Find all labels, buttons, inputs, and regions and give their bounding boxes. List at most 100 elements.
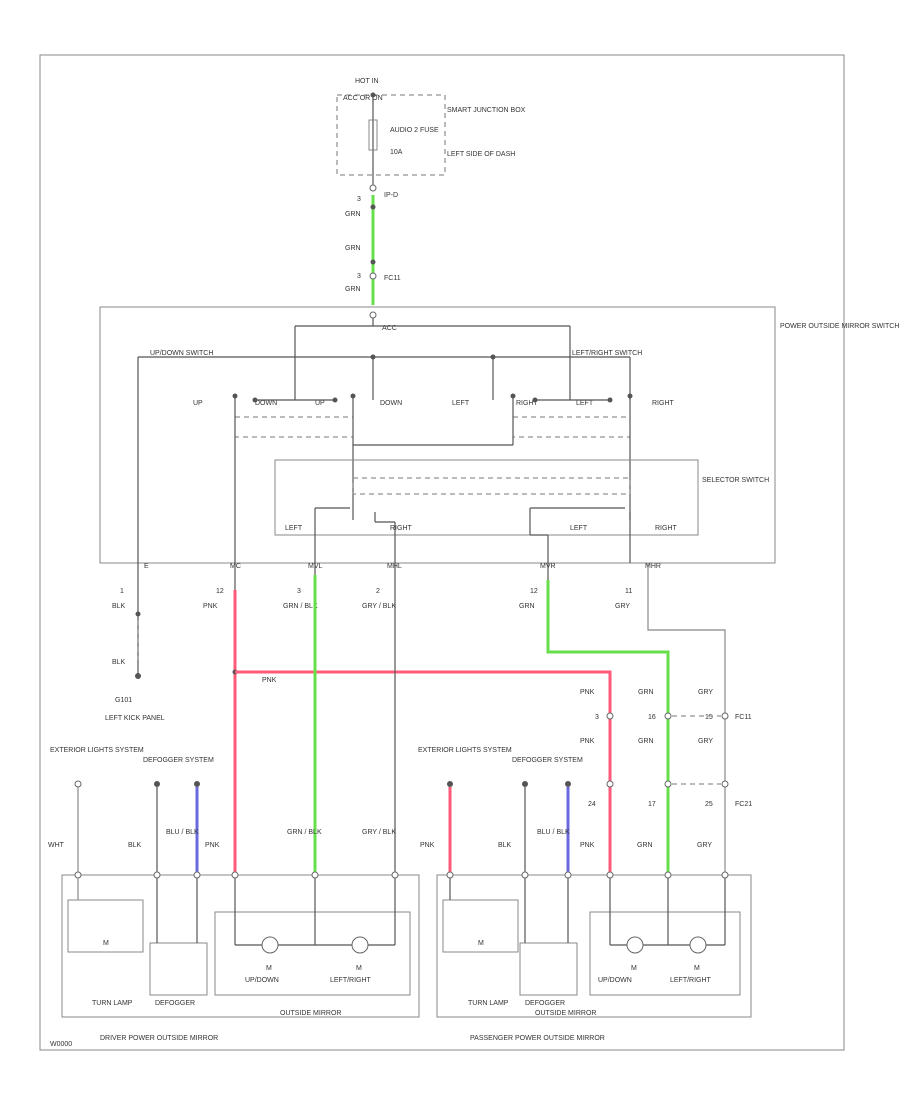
- turn-lamp-l-symbol: M: [103, 940, 109, 947]
- wire-pin-top: 3: [357, 196, 361, 203]
- label-defogger-elem-r: DEFOGGER: [525, 1000, 565, 1007]
- label-acc-on: ACC OR ON: [343, 95, 383, 102]
- wire-mc-pin: 12: [216, 588, 224, 595]
- label-sel-left-2: LEFT: [570, 525, 588, 532]
- leftright-gang: [512, 416, 631, 438]
- pnk-cross-wire: [235, 670, 612, 875]
- wire-mvl-pin: 3: [297, 588, 301, 595]
- wire-blk-low: BLK: [112, 659, 126, 666]
- label-turn-lamp-l: TURN LAMP: [92, 1000, 133, 1007]
- wire-r-grn-a: GRN: [638, 689, 654, 696]
- wire-r-grn3: GRN: [637, 842, 653, 849]
- junction-box-outline: [336, 94, 446, 176]
- label-updown-motor-l: UP/DOWN: [245, 977, 279, 984]
- label-updown-switch: UP/DOWN SWITCH: [150, 350, 213, 357]
- wire-l-wht: WHT: [48, 842, 65, 849]
- label-pos-right: RIGHT: [652, 400, 675, 407]
- wire-l-blk: BLK: [128, 842, 142, 849]
- label-pos-left-b: LEFT: [576, 400, 594, 407]
- motor-l-ud-symbol: M: [266, 965, 272, 972]
- r-defog-conn-2: [565, 781, 571, 787]
- wire-r-pnk-b: PNK: [580, 738, 595, 745]
- motor-l-ud: [261, 936, 279, 954]
- fuse-top-dot: [370, 92, 376, 98]
- label-leftright-motor-l: LEFT/RIGHT: [330, 977, 372, 984]
- r-conn-d: [606, 780, 614, 788]
- wire-mhr-pin: 11: [625, 588, 632, 595]
- feed-dot-top: [370, 204, 376, 210]
- r-conn-a: [606, 712, 614, 720]
- label-updown-motor-r: UP/DOWN: [598, 977, 632, 984]
- wire-grn-low: GRN: [345, 286, 361, 293]
- wire-l-blublk: BLU / BLK: [166, 829, 199, 836]
- wire-l-pnk: PNK: [205, 842, 220, 849]
- label-pos-down: DOWN: [380, 400, 402, 407]
- label-junction-box: SMART JUNCTION BOX: [447, 107, 526, 114]
- label-switch-acc: ACC: [382, 325, 397, 332]
- wire-mc-color: PNK: [203, 603, 218, 610]
- label-pos-up-b: UP: [315, 400, 325, 407]
- motor-r-box: [589, 911, 741, 996]
- l-defog-conn-2: [194, 781, 200, 787]
- r-conn-e: [664, 780, 672, 788]
- label-ip-d: IP-D: [384, 192, 398, 199]
- wire-e-color: BLK: [112, 603, 126, 610]
- motor-l-lr: [351, 936, 369, 954]
- wire-r-pnk3: PNK: [580, 842, 595, 849]
- selector-switch-box: [274, 459, 699, 536]
- wire-r-gry3: GRY: [697, 842, 712, 849]
- label-outside-mirror-l: OUTSIDE MIRROR: [280, 1010, 341, 1017]
- label-leftright-motor-r: LEFT/RIGHT: [670, 977, 712, 984]
- defogger-r-box: [519, 942, 578, 996]
- label-fc11-top: FC11: [384, 275, 401, 282]
- term-mhr: MHR: [645, 563, 661, 570]
- wire-r-gry-b: GRY: [698, 738, 713, 745]
- wire-r-pnk-a: PNK: [580, 689, 595, 696]
- diagram-border: [39, 54, 845, 1051]
- fuse-symbol: [368, 119, 378, 151]
- label-sel-left: LEFT: [285, 525, 303, 532]
- r-conn-f: [721, 780, 729, 788]
- switch-contacts: [232, 393, 633, 403]
- wire-mvr-pin: 12: [530, 588, 538, 595]
- motor-l-box: [214, 911, 411, 996]
- wire-r-pin-b: 16: [648, 714, 656, 721]
- wire-r-pin-d: 24: [588, 801, 596, 808]
- wire-r-gry-a: GRY: [698, 689, 713, 696]
- wire-pnk-join: PNK: [262, 677, 277, 684]
- switch-acc-connector: [369, 311, 377, 319]
- label-outside-mirror-r: OUTSIDE MIRROR: [535, 1010, 596, 1017]
- label-ground-desc: LEFT KICK PANEL: [105, 715, 165, 722]
- r-defog-conn-1: [522, 781, 528, 787]
- label-fc21: FC21: [735, 801, 752, 808]
- label-sel-right-2: RIGHT: [655, 525, 678, 532]
- wire-r-pnk2: PNK: [420, 842, 435, 849]
- wire-r-pin-e: 17: [648, 801, 656, 808]
- l-ext-lights-conn: [74, 780, 82, 788]
- r-conn-c: [721, 712, 729, 720]
- wire-r-pin-a: 3: [595, 714, 599, 721]
- label-fuse: AUDIO 2 FUSE: [390, 127, 439, 134]
- updown-gang: [234, 416, 354, 438]
- wire-mhl-color: GRY / BLK: [362, 603, 396, 610]
- motor-r-ud-symbol: M: [631, 965, 637, 972]
- label-pos-down-a: DOWN: [255, 400, 277, 407]
- ground-dot-2: [135, 673, 141, 679]
- power-mirror-switch-box: [99, 306, 776, 564]
- defogger-l-box: [149, 942, 208, 996]
- label-defogger-r: DEFOGGER SYSTEM: [512, 757, 583, 764]
- label-driver-mirror: DRIVER POWER OUTSIDE MIRROR: [100, 1035, 218, 1042]
- passenger-mirror-connectors: [446, 871, 729, 879]
- feed-dot-mid: [370, 259, 376, 265]
- label-ground: G101: [115, 697, 132, 704]
- label-exterior-lights-l: EXTERIOR LIGHTS SYSTEM: [50, 747, 144, 754]
- label-leftright-switch: LEFT/RIGHT SWITCH: [572, 350, 642, 357]
- driver-mirror-box: [61, 874, 420, 1018]
- label-defogger-l: DEFOGGER SYSTEM: [143, 757, 214, 764]
- wire-r-grn-b: GRN: [638, 738, 654, 745]
- label-fc11-right: FC11: [735, 714, 752, 721]
- wire-r-blk2: BLK: [498, 842, 512, 849]
- passenger-mirror-box: [436, 874, 752, 1018]
- wire-mvr-color: GRN: [519, 603, 535, 610]
